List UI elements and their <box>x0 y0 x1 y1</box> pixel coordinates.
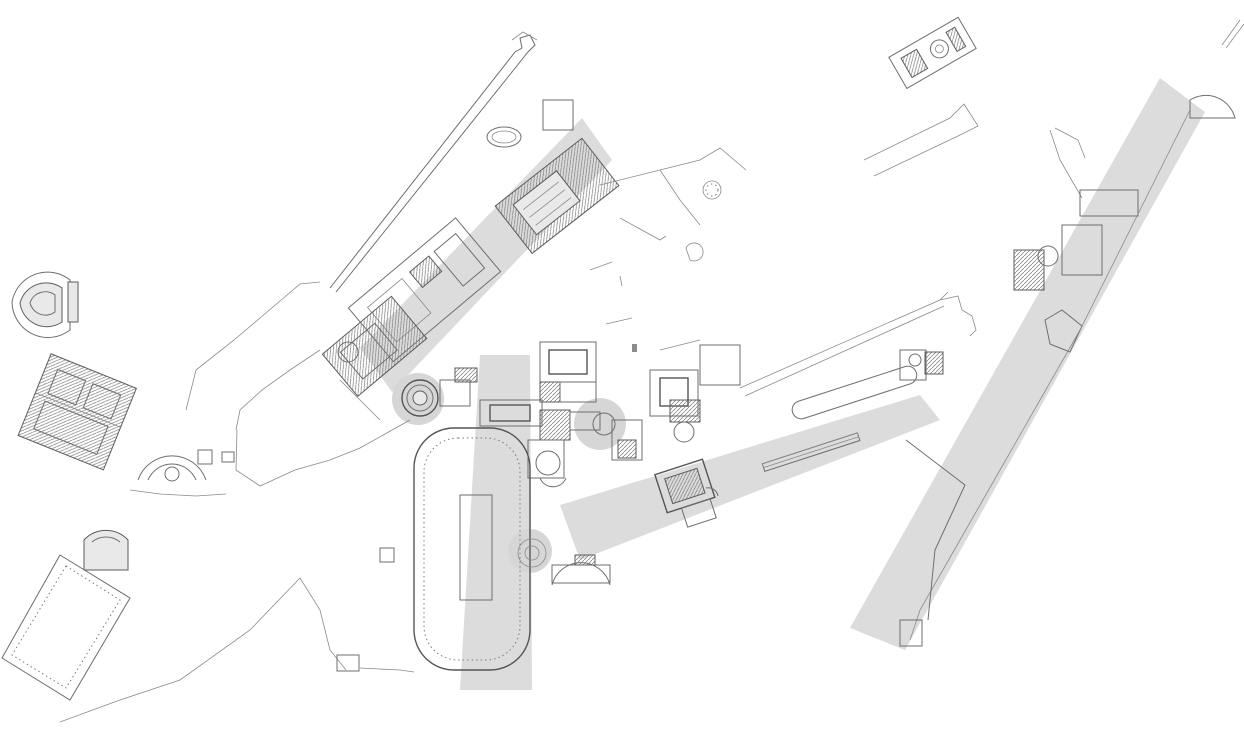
stadium <box>413 427 531 671</box>
west-theatre <box>11 271 79 338</box>
southwest-precinct <box>1 529 131 701</box>
axis-band-stadium <box>460 355 532 690</box>
rotunda <box>401 367 478 417</box>
east-terrace <box>899 109 1191 647</box>
corridor-block <box>479 399 616 488</box>
scattered-fragments <box>336 147 747 673</box>
west-hemicycle <box>129 449 235 497</box>
canopus <box>739 291 977 473</box>
western-terrain-outline <box>59 281 411 723</box>
northwest-complex <box>321 99 620 421</box>
west-palace-block <box>17 353 138 471</box>
east-hall <box>611 344 741 528</box>
north-boundary-wall <box>329 31 538 293</box>
axis-band-east <box>850 78 1205 650</box>
axis-band-canopus <box>560 395 940 560</box>
crossing-temple <box>517 538 611 586</box>
axis-bands <box>360 78 1205 690</box>
northeast-buildings <box>863 16 1244 177</box>
central-court <box>539 341 597 403</box>
